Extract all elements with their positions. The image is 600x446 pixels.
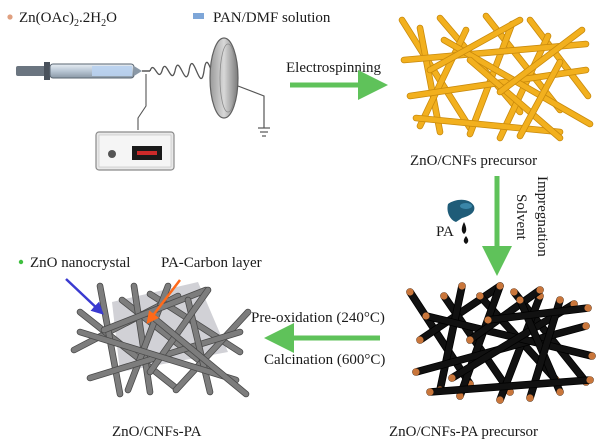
- blackFibers-fiber-tip: [416, 336, 424, 344]
- grayFibers-fiber: [101, 287, 209, 333]
- grayFibers-fiber: [173, 309, 251, 393]
- grayFibers-fiber: [151, 315, 249, 397]
- pre-oxidation-label: Pre-oxidation (240°C): [251, 310, 385, 326]
- zn-salt-legend-dot: [7, 14, 13, 20]
- blackFibers-fiber-tip: [426, 388, 434, 396]
- calcination-label: Calcination (600°C): [264, 352, 385, 368]
- blackFibers-fiber-tip: [586, 376, 594, 384]
- blackFibers-fiber-tip: [496, 282, 504, 290]
- nanocrystal-pointer-arrow: [65, 278, 104, 315]
- blackFibers-fiber-tip: [588, 352, 596, 360]
- blackFibers-fiber-tip: [584, 304, 592, 312]
- precursor-label: ZnO/CNFs precursor: [410, 153, 537, 169]
- impregnation-label: Impregnation: [534, 176, 550, 257]
- blackFibers-fiber-tip: [536, 286, 544, 294]
- nanocrystal-legend-dot: [18, 259, 24, 265]
- pan-legend-marker: [193, 13, 204, 19]
- zn-salt-legend-label: Zn(OAc)2.2H2O: [19, 10, 117, 29]
- orangeFibers-fiber: [497, 27, 585, 95]
- blackFibers-fiber: [485, 305, 591, 323]
- orangeFibers-fiber: [467, 57, 563, 141]
- grayFibers-fiber: [131, 283, 153, 395]
- pa-dropper-icon: [447, 199, 475, 244]
- blackFibers-fiber-tip: [466, 336, 474, 344]
- jet-spiral: [149, 61, 220, 81]
- blackFibers-fiber-tip: [448, 374, 456, 382]
- orangeFibers-fiber: [399, 17, 473, 131]
- orangeFibers-fiber: [413, 115, 563, 135]
- power-supply: [95, 131, 175, 171]
- ground-wire: [237, 85, 265, 128]
- orangeFibers-fiber: [527, 17, 591, 99]
- blackFibers-fiber-tip: [496, 396, 504, 404]
- ground-symbol: [258, 127, 270, 137]
- blackFibers-fiber-tip: [412, 368, 420, 376]
- blackFibers-fiber-tip: [506, 388, 514, 396]
- pa-precursor-label: ZnO/CNFs-PA precursor: [389, 424, 538, 440]
- orangeFibers-fiber: [417, 25, 443, 135]
- black-fiber-mat: [406, 282, 596, 404]
- electrospinning-label: Electrospinning: [286, 60, 381, 76]
- orangeFibers-fiber: [517, 59, 563, 139]
- blackFibers-fiber: [423, 313, 595, 359]
- blackFibers-fiber-tip: [456, 392, 464, 400]
- blackFibers-fiber-tip: [476, 292, 484, 300]
- pa-label: PA: [436, 224, 454, 240]
- syringe: [16, 62, 150, 80]
- grayFibers-fiber: [77, 329, 239, 383]
- blackFibers-fiber-tip: [458, 282, 466, 290]
- orange-fiber-mat: [398, 12, 594, 142]
- blackFibers-fiber-tip: [422, 312, 430, 320]
- blackFibers-fiber-tip: [526, 394, 534, 402]
- blackFibers-fiber: [457, 283, 503, 399]
- power-wire: [137, 74, 147, 130]
- blackFibers-fiber-tip: [556, 388, 564, 396]
- blackFibers-fiber: [437, 283, 465, 393]
- orangeFibers-fiber: [427, 17, 523, 73]
- final-product-label: ZnO/CNFs-PA: [112, 424, 202, 440]
- blackFibers-fiber-tip: [556, 296, 564, 304]
- carbon-layer-pointer-arrow: [146, 279, 181, 324]
- pa-carbon-layer-label: PA-Carbon layer: [161, 255, 262, 271]
- blackFibers-fiber-tip: [516, 296, 524, 304]
- blackFibers-fiber-tip: [406, 288, 414, 296]
- blackFibers-fiber-tip: [510, 288, 518, 296]
- solvent-label: Solvent: [513, 194, 529, 241]
- pan-legend-label: PAN/DMF solution: [213, 10, 331, 26]
- collector-drum: [209, 37, 239, 119]
- blackFibers-fiber-tip: [440, 292, 448, 300]
- blackFibers-fiber: [407, 289, 473, 387]
- blackFibers-fiber-tip: [582, 322, 590, 330]
- zno-nanocrystal-label: ZnO nanocrystal: [30, 255, 130, 271]
- blackFibers-fiber: [427, 377, 593, 395]
- blackFibers-fiber-tip: [484, 316, 492, 324]
- power-knob-icon: [108, 150, 116, 158]
